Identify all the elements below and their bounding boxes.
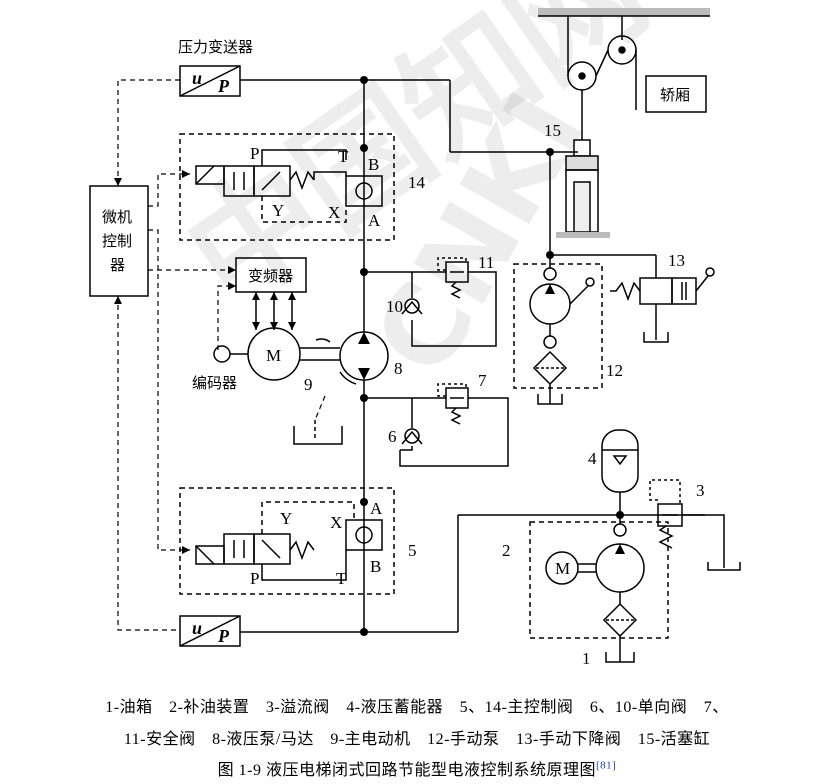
label-6: 6 bbox=[388, 427, 397, 446]
p-symbol-bottom: P bbox=[217, 626, 230, 646]
label-15: 15 bbox=[544, 121, 561, 140]
label-9: 9 bbox=[304, 375, 313, 394]
encoder-label: 编码器 bbox=[192, 374, 237, 392]
valve5-port-T: T bbox=[336, 569, 347, 588]
valve5-port-P: P bbox=[250, 569, 259, 588]
encoder-symbol bbox=[213, 345, 231, 363]
pump-rotation-arrow bbox=[339, 371, 357, 385]
controller-box bbox=[89, 185, 149, 297]
valve14-port-P: P bbox=[250, 144, 259, 163]
make-up-device-2 bbox=[545, 515, 645, 663]
valve14-port-B: B bbox=[368, 155, 379, 174]
schematic-diagram: u P 压力变送器 u P 微机 控制 器 变频器 bbox=[89, 8, 741, 668]
manual-lowering-valve-13 bbox=[550, 254, 715, 343]
pressure-transmitter-label: 压力变送器 bbox=[178, 38, 253, 56]
figure-title: 图 1-9 液压电梯闭式回路节能型电液控制系统原理图[81] bbox=[0, 756, 834, 780]
controller-label-3: 器 bbox=[110, 256, 125, 274]
controller-label-1: 微机 bbox=[102, 208, 132, 226]
valve14-port-T: T bbox=[338, 147, 349, 166]
main-lines bbox=[240, 79, 705, 633]
manual-pump-box bbox=[513, 263, 603, 389]
valve5-port-Y: Y bbox=[280, 509, 292, 528]
label-3: 3 bbox=[696, 481, 705, 500]
valve14-port-Y: Y bbox=[272, 201, 284, 220]
make-up-motor-label: M bbox=[555, 559, 570, 578]
main-motor-label: M bbox=[266, 346, 281, 365]
valve-5-box bbox=[179, 487, 395, 595]
tank-under-pump bbox=[293, 426, 343, 445]
piston-cylinder-15 bbox=[556, 139, 610, 238]
label-5: 5 bbox=[408, 541, 417, 560]
signal-arrowheads bbox=[114, 170, 236, 554]
pump-arrows bbox=[358, 332, 370, 380]
label-1: 1 bbox=[582, 649, 591, 668]
safety-valve-7 bbox=[364, 383, 509, 467]
make-up-box bbox=[529, 521, 669, 639]
figure-reference[interactable]: [81] bbox=[596, 759, 617, 772]
pulleys bbox=[567, 16, 637, 140]
p-symbol: P bbox=[217, 76, 230, 96]
valve14-port-A: A bbox=[368, 211, 381, 230]
pressure-transmitter-bottom bbox=[179, 615, 241, 647]
valve5-port-X: X bbox=[330, 513, 342, 532]
valve-5 bbox=[195, 501, 383, 581]
legend-line-2: 11-安全阀 8-液压泵/马达 9-主电动机 12-手动泵 13-手动下降阀 1… bbox=[123, 731, 711, 748]
inverter-box bbox=[235, 257, 307, 293]
car-box bbox=[645, 75, 707, 113]
controller-label-2: 控制 bbox=[102, 232, 132, 250]
label-4: 4 bbox=[588, 449, 597, 468]
u-symbol: u bbox=[192, 68, 202, 88]
label-14: 14 bbox=[408, 173, 426, 192]
pressure-transmitter-top bbox=[179, 65, 241, 97]
valve-14-box bbox=[179, 133, 395, 241]
ceiling bbox=[538, 8, 710, 17]
label-13: 13 bbox=[668, 251, 685, 270]
label-12: 12 bbox=[606, 361, 623, 380]
inverter-label: 变频器 bbox=[248, 267, 293, 285]
relief-valve-3 bbox=[649, 479, 741, 571]
check-valve-10 bbox=[401, 272, 423, 315]
label-11: 11 bbox=[478, 253, 494, 272]
figure-title-text: 图 1-9 液压电梯闭式回路节能型电液控制系统原理图 bbox=[217, 762, 596, 779]
check-valve-6 bbox=[401, 398, 423, 445]
label-10: 10 bbox=[386, 297, 403, 316]
valve-14 bbox=[195, 149, 383, 223]
accumulator-4 bbox=[601, 429, 639, 515]
signal-lines bbox=[117, 79, 326, 631]
label-2: 2 bbox=[502, 541, 511, 560]
safety-valve-11 bbox=[364, 257, 497, 347]
valve5-port-B: B bbox=[370, 557, 381, 576]
u-symbol-bottom: u bbox=[192, 618, 202, 638]
label-8: 8 bbox=[394, 359, 403, 378]
manual-pump-12 bbox=[529, 255, 595, 405]
rotation-arrow bbox=[315, 338, 331, 343]
valve14-port-X: X bbox=[328, 203, 340, 222]
legend-line-1: 1-油箱 2-补油装置 3-溢流阀 4-液压蓄能器 5、14-主控制阀 6、10… bbox=[105, 699, 729, 716]
car-label: 轿厢 bbox=[660, 86, 690, 104]
valve5-port-A: A bbox=[370, 499, 383, 518]
link-arrowheads bbox=[252, 292, 296, 330]
label-7: 7 bbox=[478, 371, 487, 390]
